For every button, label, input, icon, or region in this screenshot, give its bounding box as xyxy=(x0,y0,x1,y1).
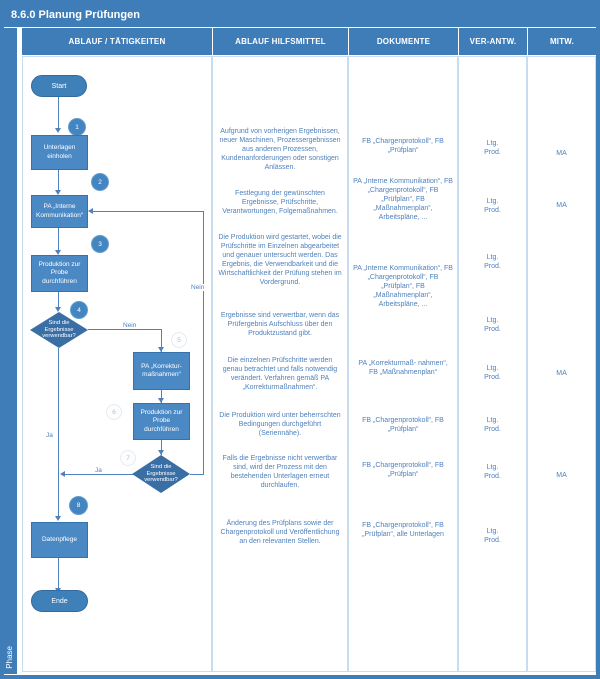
nein-label-branch: Nein xyxy=(122,322,138,329)
column-header-dokumente: DOKUMENTE xyxy=(349,28,458,55)
step-circle-7: 7 xyxy=(120,450,136,466)
page-title: 8.6.0 Planung Prüfungen xyxy=(4,4,596,27)
process-box-produktion-2: Produktion zur Probe durchführen xyxy=(133,403,190,440)
mitw-5: MA xyxy=(556,370,567,377)
arrowhead-icon xyxy=(55,190,61,195)
dokumente-ref-2: PA „Interne Kommunikation“, FB „Chargenp… xyxy=(353,178,453,222)
lane-mitw: MA MA MA MA xyxy=(527,56,596,672)
process-box-produktion-1: Produktion zur Probe durchführen xyxy=(31,255,88,292)
process-box-unterlagen: Unterlagen einholen xyxy=(31,135,88,170)
connector-line xyxy=(58,170,59,192)
dokumente-ref-1: FB „Chargenprotokoll“, FB „Prüfplan“ xyxy=(362,138,444,155)
arrowhead-icon xyxy=(158,450,164,455)
connector-line-feedback xyxy=(190,474,204,475)
connector-line xyxy=(58,228,59,252)
column-header-hilfsmittel: ABLAUF HILFSMITTEL xyxy=(213,28,348,55)
hilfsmittel-note-5: Die einzelnen Prüfschritte werden genau … xyxy=(222,357,338,392)
connector-line-ja-branch xyxy=(65,474,136,475)
step-circle-1: 1 xyxy=(68,118,86,136)
dokumente-ref-6: FB „Chargenprotokoll“, FB „Prüfplan“ xyxy=(362,417,444,434)
lane-dokumente: FB „Chargenprotokoll“, FB „Prüfplan“ PA … xyxy=(348,56,458,672)
connector-line xyxy=(58,292,59,309)
connector-line-nein-branch xyxy=(88,329,161,330)
hilfsmittel-note-8: Änderung des Prüfplans sowie der Chargen… xyxy=(220,520,340,546)
dokumente-ref-7: FB „Chargenprotokoll“, FB „Prüfplan“ xyxy=(362,462,444,479)
ja-label-main: Ja xyxy=(45,432,54,439)
dokumente-ref-5: PA „Korrekturmaß- nahmen“, FB „Maßnahmen… xyxy=(358,360,448,377)
ja-label-branch: Ja xyxy=(94,467,103,474)
dokumente-ref-8: FB „Chargenprotokoll“, FB „Prüfplan“, al… xyxy=(362,522,444,539)
verantw-1: Ltg. Prod. xyxy=(484,140,501,157)
verantw-3: Ltg. Prod. xyxy=(484,254,501,271)
phase-lane-band: Phase xyxy=(4,28,17,674)
connector-line xyxy=(161,390,162,403)
arrowhead-icon xyxy=(158,398,164,403)
hilfsmittel-note-4: Ergebnisse sind verwertbar, wenn das Prü… xyxy=(220,312,340,338)
verantw-7: Ltg. Prod. xyxy=(484,464,501,481)
hilfsmittel-note-6: Die Produktion wird unter beherrschten B… xyxy=(219,412,341,438)
step-circle-8: 8 xyxy=(69,496,88,515)
step-circle-5: 5 xyxy=(171,332,187,348)
column-header-mitw: MITW. xyxy=(528,28,596,55)
arrowhead-icon xyxy=(60,471,65,477)
step-circle-4: 4 xyxy=(70,301,88,319)
dokumente-ref-3: PA „Interne Kommunikation“, FB „Chargenp… xyxy=(353,265,453,309)
verantw-5: Ltg. Prod. xyxy=(484,365,501,382)
connector-line xyxy=(58,558,59,590)
mitw-1: MA xyxy=(556,150,567,157)
hilfsmittel-note-1: Aufgrund von vorherigen Ergebnissen, neu… xyxy=(219,128,341,172)
connector-line xyxy=(58,97,59,130)
step-circle-2: 2 xyxy=(91,173,109,191)
verantw-8: Ltg. Prod. xyxy=(484,528,501,545)
column-header-verantw: VER-ANTW. xyxy=(459,28,527,55)
step-circle-3: 3 xyxy=(91,235,109,253)
process-box-datenpflege: Datenpflege xyxy=(31,522,88,558)
column-header-taetigkeiten: ABLAUF / TÄTIGKEITEN xyxy=(22,28,212,55)
arrowhead-icon xyxy=(55,307,61,312)
lane-verantw: Ltg. Prod. Ltg. Prod. Ltg. Prod. Ltg. Pr… xyxy=(458,56,527,672)
process-box-pa-korrektur: PA „Korrektur- maßnahmen“ xyxy=(133,352,190,390)
mitw-7: MA xyxy=(556,472,567,479)
arrowhead-icon xyxy=(55,516,61,521)
connector-line-feedback xyxy=(203,211,204,475)
arrowhead-icon xyxy=(88,208,93,214)
arrowhead-icon xyxy=(55,128,61,133)
connector-line-ja-main xyxy=(58,348,59,518)
connector-line xyxy=(161,440,162,455)
mitw-2: MA xyxy=(556,202,567,209)
hilfsmittel-note-3: Die Produktion wird gestartet, wobei die… xyxy=(218,234,342,287)
connector-line-feedback xyxy=(93,211,204,212)
hilfsmittel-note-7: Falls die Ergebnisse nicht verwertbar si… xyxy=(222,455,338,490)
verantw-6: Ltg. Prod. xyxy=(484,417,501,434)
arrowhead-icon xyxy=(158,347,164,352)
connector-line xyxy=(161,329,162,352)
lane-hilfsmittel: Aufgrund von vorherigen Ergebnissen, neu… xyxy=(212,56,348,672)
end-terminator: Ende xyxy=(31,590,88,612)
start-terminator: Start xyxy=(31,75,87,97)
process-box-pa-intern: PA „Interne Kommunikation“ xyxy=(31,195,88,228)
verantw-2: Ltg. Prod. xyxy=(484,198,501,215)
flowchart: Ja Nein Ja Nein Start 1 Unterlagen einho… xyxy=(4,4,596,675)
verantw-4: Ltg. Prod. xyxy=(484,317,501,334)
step-circle-6: 6 xyxy=(106,404,122,420)
nein-label-feedback: Nein xyxy=(190,284,206,291)
arrowhead-icon xyxy=(55,250,61,255)
hilfsmittel-note-2: Festlegung der gewünschten Ergebnisse, P… xyxy=(222,190,338,216)
decision-diamond-2: Sind die Ergebnisse verwendbar? xyxy=(132,455,190,493)
